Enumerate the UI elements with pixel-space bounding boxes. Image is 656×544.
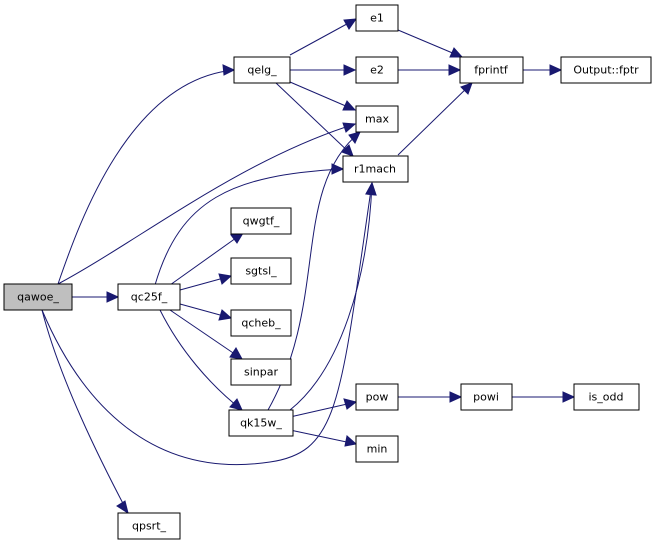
node-e2[interactable]: e2	[355, 56, 399, 84]
node-label: qwgtf_	[243, 215, 280, 228]
node-fprintf[interactable]: fprintf	[459, 56, 524, 84]
edge-powi-to-is-odd	[512, 391, 576, 403]
node-label: qk15w_	[240, 417, 282, 430]
node-qcheb[interactable]: qcheb_	[230, 309, 292, 337]
edge-qk15w-to-pow	[289, 398, 358, 418]
node-label: qawoe_	[17, 291, 59, 304]
node-label: sgtsl_	[245, 265, 277, 278]
edge-qawoe-to-qpsrt	[41, 309, 129, 515]
edge-qawoe-to-max	[57, 122, 357, 285]
node-label: min	[367, 443, 388, 456]
node-label: is_odd	[589, 391, 624, 404]
node-label: e1	[370, 12, 384, 25]
call-graph-nodes: qawoe_ qelg_ e1 e2 fprintf Output::fptr …	[3, 4, 652, 540]
node-label: max	[365, 113, 389, 126]
node-label: powi	[473, 391, 499, 404]
edge-qk15w-to-r1mach	[289, 181, 377, 411]
call-graph-edges	[41, 18, 576, 515]
edge-qawoe-to-r1mach	[41, 181, 377, 466]
edge-qc25f-to-sinpar	[169, 309, 243, 360]
edge-qelg-to-e2	[290, 64, 357, 76]
edge-qc25f-to-qcheb	[179, 303, 233, 321]
edge-fprintf-to-output-fptr	[523, 64, 563, 76]
node-label: r1mach	[354, 163, 396, 176]
node-label: e2	[370, 64, 384, 77]
edge-qk15w-to-min	[289, 429, 358, 447]
node-qawoe[interactable]: qawoe_	[3, 283, 73, 311]
node-qelg[interactable]: qelg_	[233, 56, 291, 84]
edge-qelg-to-max	[289, 81, 357, 111]
node-is-odd[interactable]: is_odd	[573, 383, 640, 411]
edge-e1-to-fprintf	[397, 29, 464, 58]
node-label: qelg_	[247, 64, 277, 77]
node-qc25f[interactable]: qc25f_	[117, 283, 181, 311]
edge-pow-to-powi	[398, 391, 463, 403]
node-sinpar[interactable]: sinpar	[230, 358, 292, 386]
node-qpsrt[interactable]: qpsrt_	[117, 512, 181, 540]
node-label: sinpar	[244, 366, 278, 379]
node-output-fptr[interactable]: Output::fptr	[560, 56, 652, 84]
node-powi[interactable]: powi	[460, 383, 513, 411]
node-qk15w[interactable]: qk15w_	[228, 409, 294, 437]
node-label: fprintf	[474, 64, 509, 77]
node-e1[interactable]: e1	[355, 4, 399, 32]
edge-e2-to-fprintf	[398, 64, 462, 76]
node-pow[interactable]: pow	[355, 383, 399, 411]
edge-qelg-to-r1mach	[275, 82, 354, 157]
node-label: Output::fptr	[573, 64, 639, 77]
node-label: pow	[366, 391, 389, 404]
edge-r1mach-to-fprintf	[397, 82, 473, 156]
node-min[interactable]: min	[355, 435, 399, 463]
node-label: qcheb_	[241, 317, 281, 330]
node-label: qpsrt_	[132, 520, 167, 533]
node-max[interactable]: max	[355, 105, 399, 133]
edge-qelg-to-e1	[289, 18, 358, 56]
node-r1mach[interactable]: r1mach	[342, 155, 409, 183]
node-qwgtf[interactable]: qwgtf_	[230, 207, 292, 235]
edge-qc25f-to-sgtsl	[179, 273, 233, 291]
node-sgtsl[interactable]: sgtsl_	[230, 257, 292, 285]
edge-qc25f-to-qk15w	[159, 309, 243, 411]
edge-qawoe-to-qc25f	[72, 291, 120, 303]
edge-qc25f-to-r1mach	[154, 163, 345, 286]
node-label: qc25f_	[131, 291, 168, 304]
edge-qawoe-to-qelg	[57, 64, 236, 285]
